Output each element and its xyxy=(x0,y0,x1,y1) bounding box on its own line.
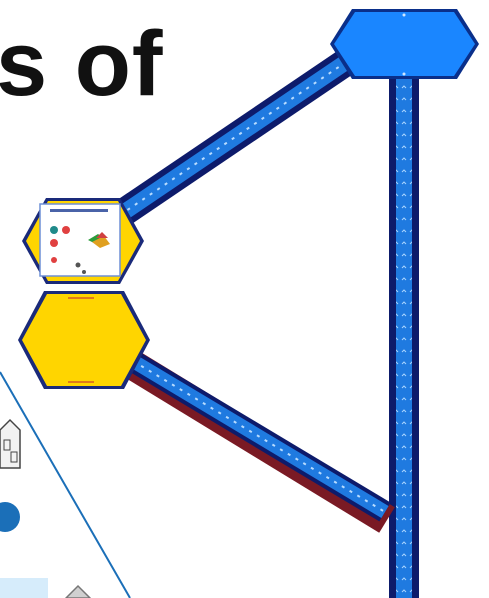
top-right-hexagon[interactable] xyxy=(330,9,479,79)
upper-diagonal-bar xyxy=(120,58,352,215)
vertical-bar xyxy=(389,75,419,598)
lower-left-hexagon[interactable] xyxy=(18,291,150,389)
upper-left-hexagon[interactable] xyxy=(22,198,144,284)
house-icon xyxy=(0,420,20,468)
light-blue-band xyxy=(0,578,48,598)
small-house-icon xyxy=(66,586,90,598)
thin-diagonal-line xyxy=(0,372,130,598)
thumbnail-image xyxy=(40,204,120,276)
blue-dot-icon xyxy=(0,502,20,532)
lower-diagonal-bar xyxy=(118,352,387,520)
